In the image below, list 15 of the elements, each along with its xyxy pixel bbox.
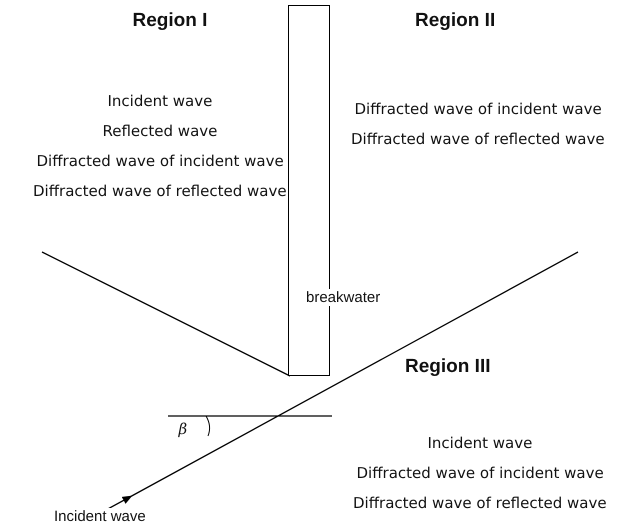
wave-label: Diffracted wave of incident wave	[354, 100, 602, 118]
region-title: Region II	[415, 10, 496, 32]
wave-label: Diffracted wave of reflected wave	[33, 182, 287, 200]
wave-label: Incident wave	[108, 92, 212, 110]
wave-label: Diffracted wave of incident wave	[36, 152, 284, 170]
region-title: Region I	[132, 10, 208, 32]
part-label: breakwater	[306, 289, 380, 306]
wave-label: Diffracted wave of incident wave	[356, 464, 604, 482]
angle-symbol: β	[178, 420, 188, 438]
wave-label: Reflected wave	[102, 122, 218, 140]
wave-label: Incident wave	[54, 508, 146, 525]
wave-label: Diffracted wave of reflected wave	[353, 494, 607, 512]
wave-label: Diffracted wave of reflected wave	[351, 130, 605, 148]
wave-label: Incident wave	[428, 434, 532, 452]
region-title: Region III	[405, 356, 490, 378]
